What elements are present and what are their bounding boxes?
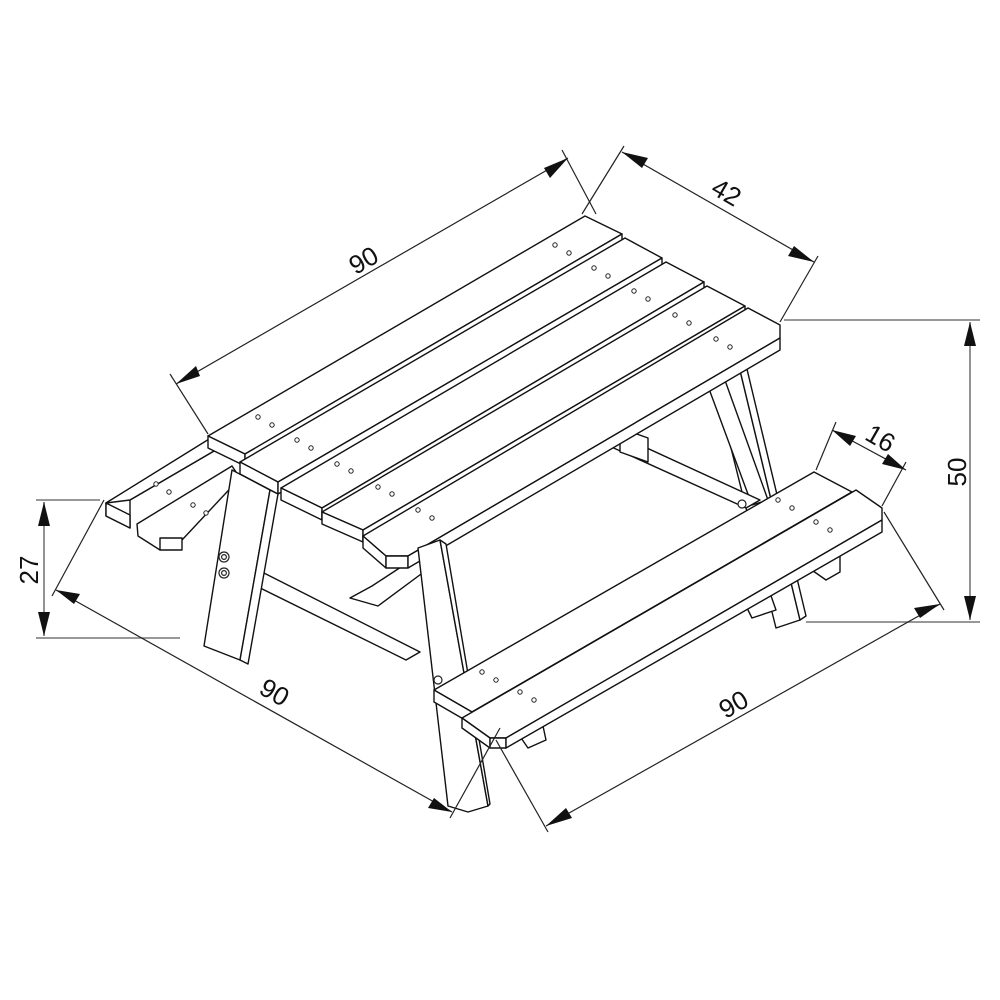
label-bench-height: 27 bbox=[14, 556, 44, 585]
label-total-height: 50 bbox=[942, 458, 972, 487]
dimension-top-depth bbox=[581, 145, 819, 323]
dimension-total-height bbox=[784, 319, 980, 623]
dimension-bench-length bbox=[495, 511, 945, 833]
label-bench-depth: 16 bbox=[860, 418, 900, 458]
bolt-icon bbox=[433, 675, 443, 685]
right-bench bbox=[433, 471, 883, 749]
front-left-leg bbox=[203, 469, 279, 665]
dimension-top-length bbox=[169, 149, 597, 435]
dimension-overall-width bbox=[51, 499, 501, 819]
bolt-icon bbox=[737, 499, 747, 509]
label-top-length: 90 bbox=[343, 240, 383, 280]
label-top-depth: 42 bbox=[706, 172, 746, 212]
table-top bbox=[207, 215, 781, 569]
label-bench-length: 90 bbox=[713, 684, 753, 724]
top-plank-5 bbox=[362, 307, 781, 569]
right-bench-plank-front bbox=[461, 489, 883, 739]
dimension-bench-depth bbox=[815, 421, 907, 507]
dimension-bench-height bbox=[36, 499, 180, 639]
label-overall-width: 90 bbox=[254, 672, 294, 712]
